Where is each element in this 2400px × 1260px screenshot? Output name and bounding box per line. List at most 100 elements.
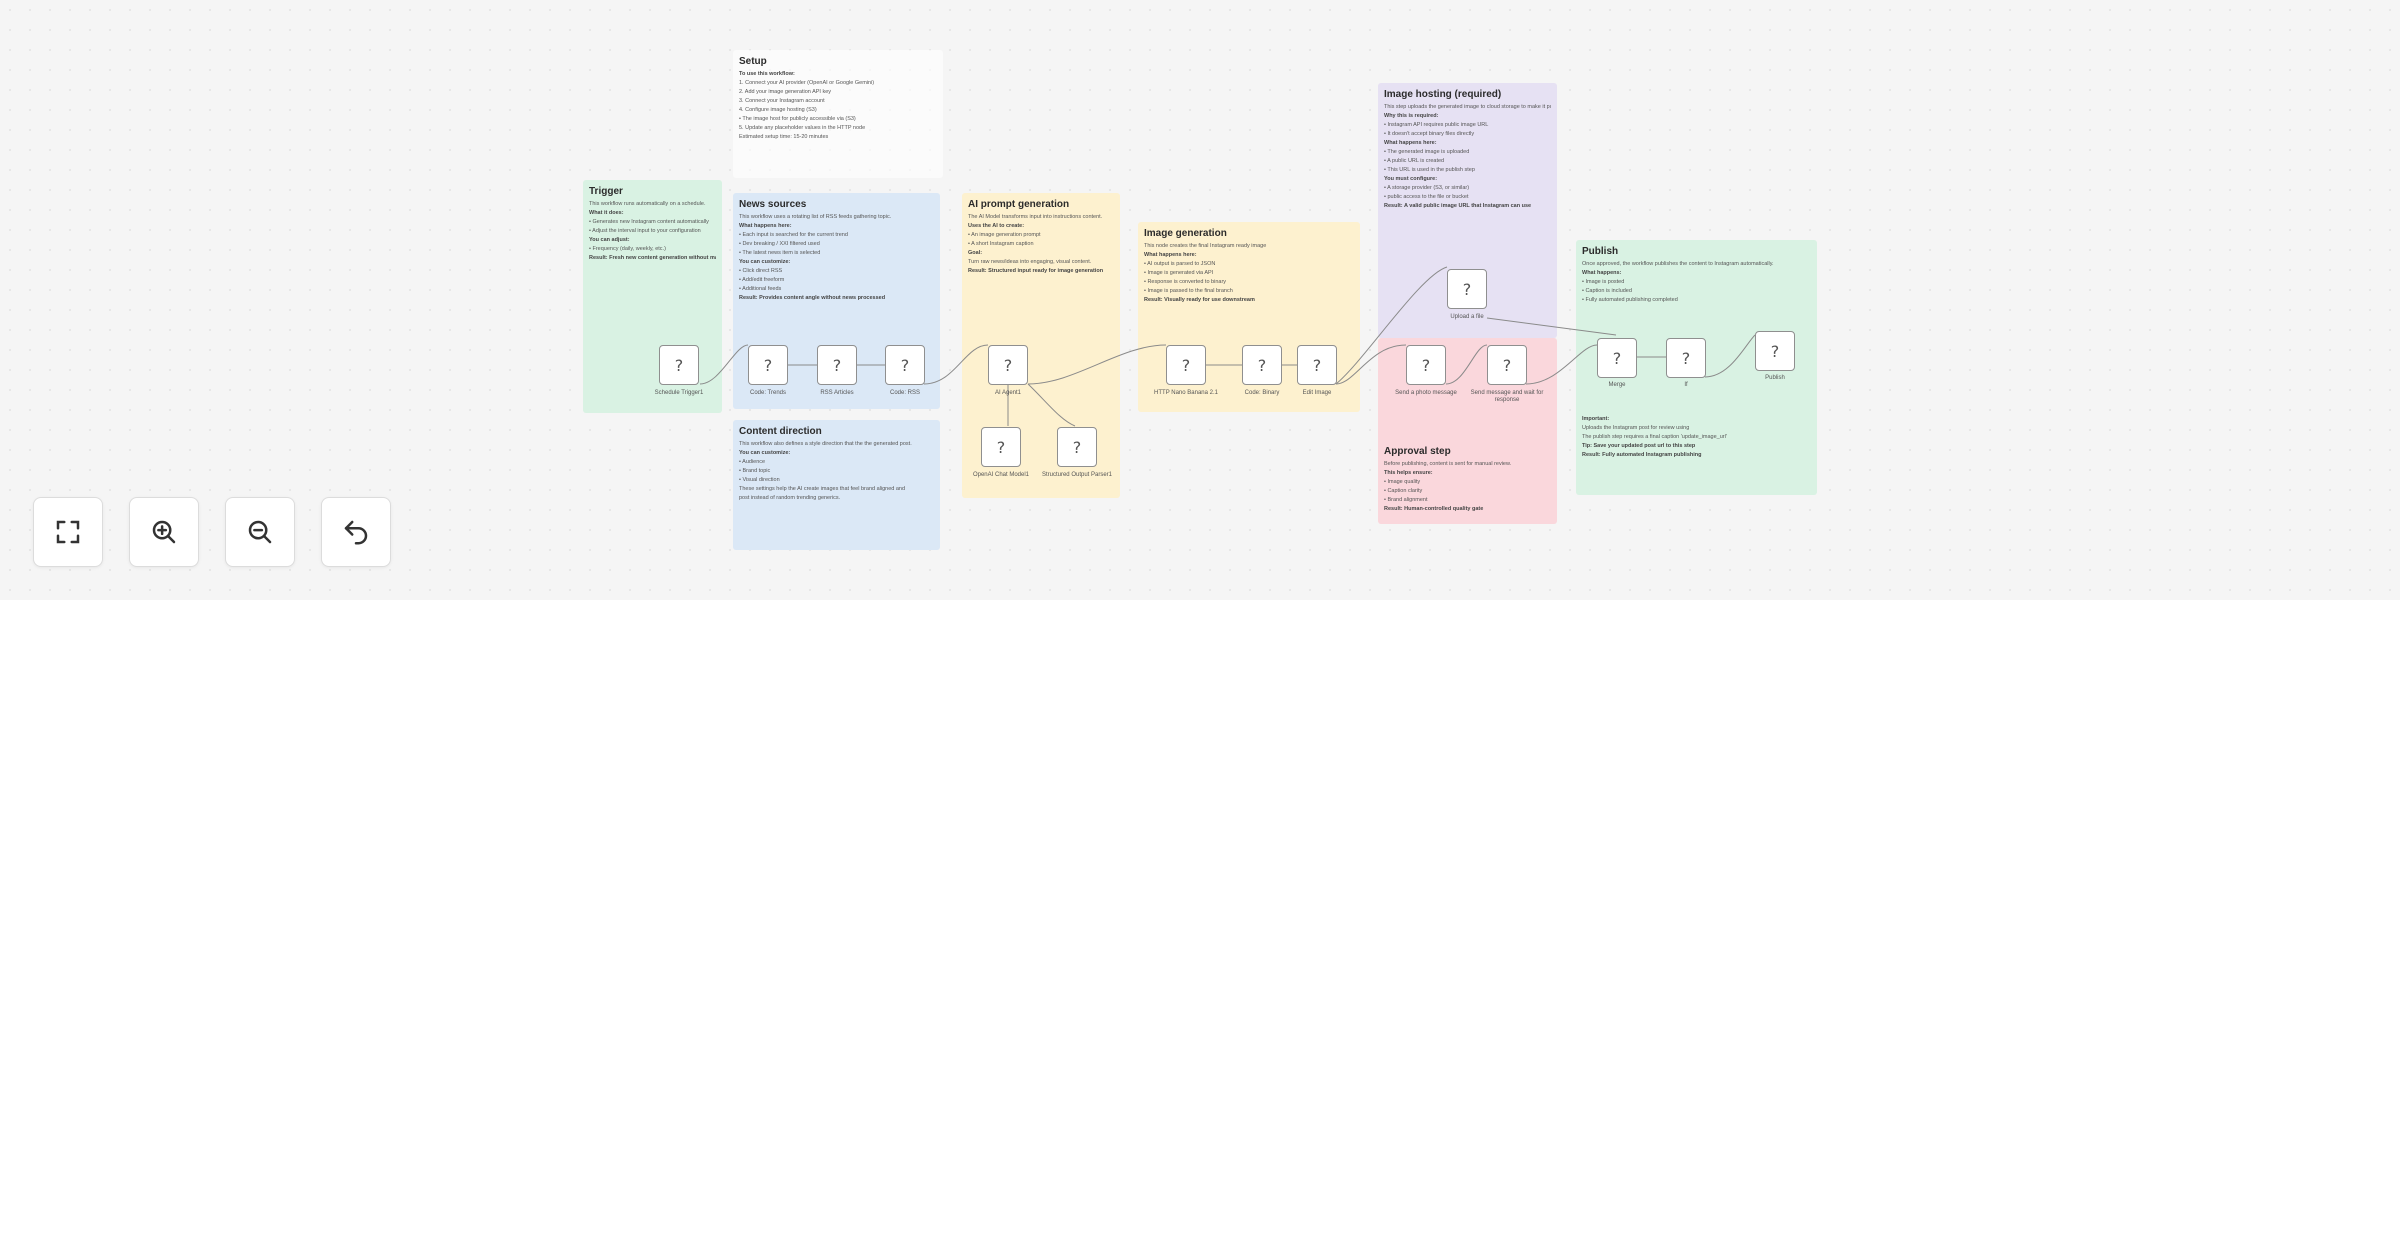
- sticky-text-line: Goal:: [968, 250, 983, 256]
- sticky-text-line: • Visual direction: [739, 477, 780, 483]
- unknown-node-icon: ?: [1072, 437, 1082, 457]
- zoom-in-button[interactable]: [129, 497, 199, 567]
- unknown-node-icon: ?: [832, 355, 842, 375]
- fit-view-button[interactable]: [33, 497, 103, 567]
- zoom-out-icon: [248, 520, 272, 544]
- sticky-text-line: Result: Human-controlled quality gate: [1384, 506, 1484, 512]
- node-label: Edit Image: [1302, 390, 1332, 396]
- sticky-text-line: What happens here:: [1144, 252, 1197, 258]
- sticky-text-line: What happens here:: [739, 223, 792, 229]
- sticky-text-line: 1. Connect your AI provider (OpenAI or G…: [739, 80, 875, 86]
- node-label: Structured Output Parser1: [1041, 472, 1113, 478]
- sticky-title: Setup: [739, 56, 767, 67]
- unknown-node-icon: ?: [674, 355, 684, 375]
- node-send-message-and-wait[interactable]: ?: [1487, 345, 1527, 385]
- node-label: If: [1684, 382, 1688, 388]
- sticky-text-line: • Each input is searched for the current…: [739, 232, 848, 238]
- node-if[interactable]: ?: [1666, 338, 1706, 378]
- node-label: HTTP Nano Banana 2.1: [1154, 390, 1218, 396]
- fit-view-icon: [56, 520, 80, 544]
- sticky-approval-step[interactable]: Approval step Before publishing, content…: [1378, 338, 1557, 524]
- sticky-title: Trigger: [589, 186, 623, 197]
- sticky-text-line: Result: Fully automated Instagram publis…: [1582, 452, 1702, 458]
- sticky-text-line: • Image is posted: [1582, 279, 1625, 285]
- unknown-node-icon: ?: [1681, 348, 1691, 368]
- sticky-text-line: Before publishing, content is sent for m…: [1384, 461, 1512, 467]
- sticky-text-line: • A storage provider (S3, or similar): [1384, 185, 1470, 191]
- node-label: Schedule Trigger1: [654, 390, 704, 396]
- node-http-nano-banana[interactable]: ?: [1166, 345, 1206, 385]
- sticky-text-line: • The generated image is uploaded: [1384, 149, 1470, 155]
- unknown-node-icon: ?: [1421, 355, 1431, 375]
- node-ai-agent[interactable]: ?: [988, 345, 1028, 385]
- unknown-node-icon: ?: [763, 355, 773, 375]
- sticky-text-line: • Generates new Instagram content automa…: [589, 219, 709, 225]
- node-code-rss[interactable]: ?: [885, 345, 925, 385]
- sticky-text-line: • Dev breaking / XXI filtered used: [739, 241, 820, 247]
- sticky-text-line: Result: Visually ready for use downstrea…: [1144, 297, 1255, 303]
- node-code-trends[interactable]: ?: [748, 345, 788, 385]
- sticky-text-line: Result: A valid public image URL that In…: [1384, 203, 1532, 209]
- sticky-title: AI prompt generation: [968, 199, 1070, 210]
- sticky-text-line: • A public URL is created: [1384, 158, 1445, 164]
- undo-button[interactable]: [321, 497, 391, 567]
- sticky-text-line: To use this workflow:: [739, 71, 795, 77]
- sticky-text-line: Result: Fresh new content generation wit…: [589, 255, 716, 261]
- node-edit-image[interactable]: ?: [1297, 345, 1337, 385]
- node-label: RSS Articles: [820, 390, 854, 396]
- sticky-text-line: • Caption clarity: [1384, 488, 1423, 494]
- sticky-text-line: What it does:: [589, 210, 624, 216]
- node-label: Code: Trends: [749, 390, 787, 396]
- sticky-text-line: Result: Provides content angle without n…: [739, 295, 886, 301]
- sticky-content-direction[interactable]: Content direction This workflow also def…: [733, 420, 940, 550]
- sticky-text-line: • Click direct RSS: [739, 268, 783, 274]
- sticky-text-line: What happens here:: [1384, 140, 1437, 146]
- sticky-text-line: 4. Configure image hosting (S3): [739, 107, 817, 113]
- workflow-canvas[interactable]: Setup To use this workflow: 1. Connect yo…: [0, 0, 2400, 600]
- sticky-text-line: This step uploads the generated image to…: [1384, 104, 1551, 110]
- zoom-out-button[interactable]: [225, 497, 295, 567]
- sticky-text-line: • This URL is used in the publish step: [1384, 167, 1475, 173]
- sticky-text-line: • Instagram API requires public image UR…: [1384, 122, 1489, 128]
- sticky-text-line: These settings help the AI create images…: [739, 486, 906, 492]
- sticky-text-line: • Audience: [739, 459, 766, 465]
- sticky-title: Approval step: [1384, 446, 1451, 457]
- node-rss-articles[interactable]: ?: [817, 345, 857, 385]
- node-schedule-trigger[interactable]: ?: [659, 345, 699, 385]
- unknown-node-icon: ?: [1612, 348, 1622, 368]
- sticky-text-line: This workflow runs automatically on a sc…: [589, 201, 706, 207]
- unknown-node-icon: ?: [996, 437, 1006, 457]
- sticky-title: News sources: [739, 199, 807, 210]
- sticky-text-line: You can customize:: [739, 259, 791, 265]
- node-upload-file[interactable]: ?: [1447, 269, 1487, 309]
- sticky-text-line: This helps ensure:: [1384, 470, 1433, 476]
- sticky-text-line: This workflow uses a rotating list of RS…: [739, 214, 892, 220]
- sticky-title: Image generation: [1144, 228, 1227, 239]
- node-send-photo-message[interactable]: ?: [1406, 345, 1446, 385]
- sticky-text-line: • Brand topic: [739, 468, 771, 474]
- node-label: Code: RSS: [889, 390, 920, 396]
- node-openai-chat-model[interactable]: ?: [981, 427, 1021, 467]
- sticky-text-line: • Frequency (daily, weekly, etc.): [589, 246, 666, 252]
- sticky-text-line: • The latest news item is selected: [739, 250, 821, 256]
- node-label: Code: Binary: [1244, 390, 1280, 396]
- sticky-setup[interactable]: Setup To use this workflow: 1. Connect yo…: [733, 50, 943, 178]
- node-code-binary[interactable]: ?: [1242, 345, 1282, 385]
- sticky-text-line: • public access to the file or bucket: [1384, 194, 1469, 200]
- sticky-text-line: 3. Connect your Instagram account: [739, 98, 825, 104]
- node-publish[interactable]: ?: [1755, 331, 1795, 371]
- sticky-text-line: post instead of random trending generics…: [739, 495, 841, 501]
- sticky-text-line: Important:: [1582, 416, 1610, 422]
- node-label: Merge: [1608, 382, 1626, 388]
- node-structured-output-parser[interactable]: ?: [1057, 427, 1097, 467]
- sticky-trigger[interactable]: Trigger This workflow runs automatically…: [583, 180, 722, 413]
- sticky-text-line: You can adjust:: [589, 237, 630, 243]
- sticky-text-line: • A short Instagram caption: [968, 241, 1034, 247]
- node-merge[interactable]: ?: [1597, 338, 1637, 378]
- unknown-node-icon: ?: [1003, 355, 1013, 375]
- sticky-text-line: This workflow also defines a style direc…: [739, 441, 912, 447]
- undo-icon: [344, 520, 368, 545]
- unknown-node-icon: ?: [1502, 355, 1512, 375]
- sticky-text-line: • Add/edit freeform: [739, 277, 785, 283]
- sticky-title: Publish: [1582, 246, 1619, 257]
